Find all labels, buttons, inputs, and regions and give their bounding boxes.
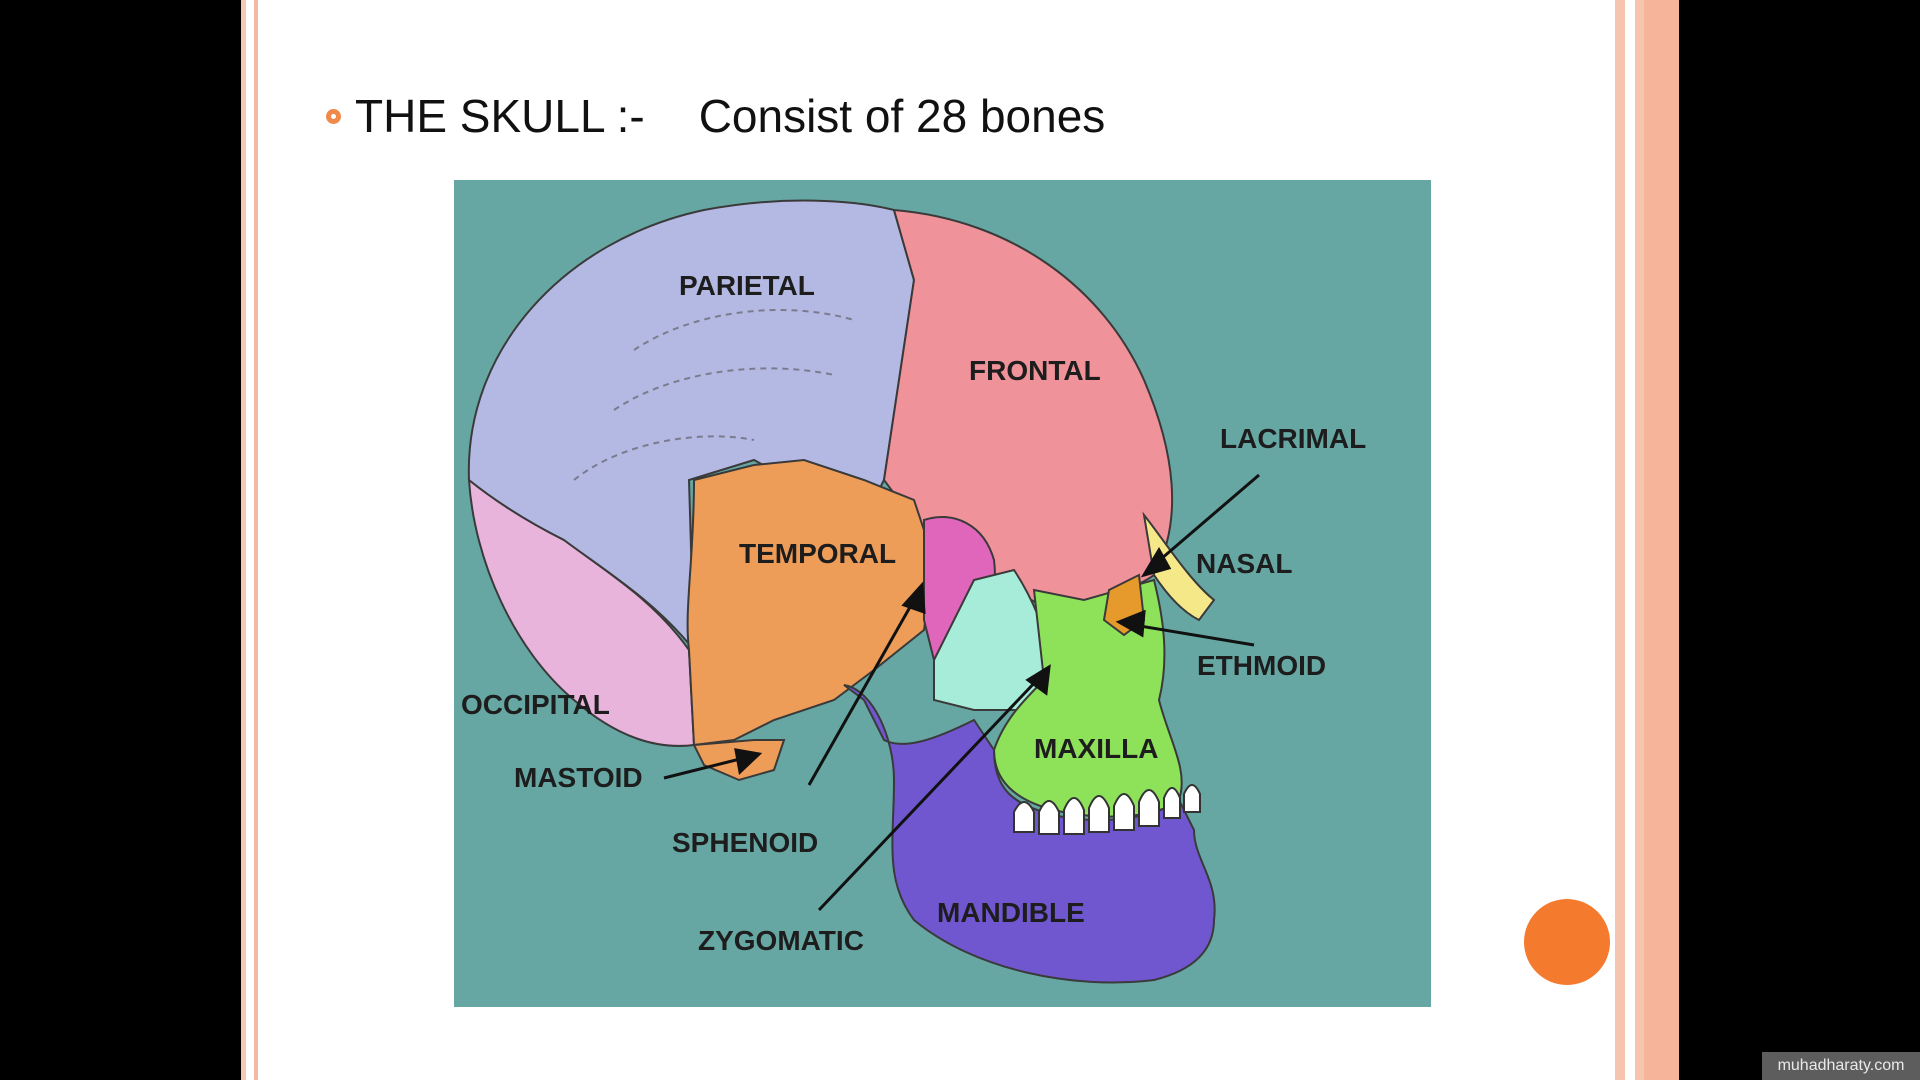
left-border-stripe-inner (254, 0, 258, 1080)
slide: THE SKULL :- Consist of 28 bones (241, 0, 1679, 1080)
bullet-circle-icon (326, 108, 341, 124)
pointer-arrows (663, 473, 1260, 912)
temporal-bone (686, 458, 936, 747)
right-border-stripe-b (1635, 0, 1644, 1080)
label-parietal: PARIETAL (679, 270, 815, 301)
left-border-stripe-outer (241, 0, 246, 1080)
skull-diagram: PARIETAL FRONTAL LACRIMAL TEMPORAL NASAL… (454, 180, 1431, 1007)
slide-title: THE SKULL :- (355, 90, 645, 142)
suture-lines (573, 309, 855, 481)
label-mandible: MANDIBLE (937, 897, 1085, 928)
slide-subtitle: Consist of 28 bones (698, 90, 1106, 142)
parietal-bone (467, 199, 916, 653)
label-temporal: TEMPORAL (739, 538, 896, 569)
title-row: THE SKULL :- Consist of 28 bones (326, 86, 1105, 146)
label-ethmoid: ETHMOID (1197, 650, 1326, 681)
label-nasal: NASAL (1196, 548, 1292, 579)
label-zygomatic: ZYGOMATIC (698, 925, 864, 956)
nasal-bone (1142, 511, 1216, 622)
right-border-stripe-a (1615, 0, 1625, 1080)
teeth (1013, 784, 1201, 835)
label-frontal: FRONTAL (969, 355, 1101, 386)
right-border-stripe-c (1644, 0, 1679, 1080)
label-sphenoid: SPHENOID (672, 827, 818, 858)
skull-illustration: PARIETAL FRONTAL LACRIMAL TEMPORAL NASAL… (461, 199, 1366, 984)
label-mastoid: MASTOID (514, 762, 643, 793)
label-maxilla: MAXILLA (1034, 733, 1158, 764)
label-occipital: OCCIPITAL (461, 689, 610, 720)
label-lacrimal: LACRIMAL (1220, 423, 1366, 454)
decorative-orange-circle (1524, 899, 1610, 985)
watermark-text: muhadharaty.com (1762, 1052, 1920, 1080)
